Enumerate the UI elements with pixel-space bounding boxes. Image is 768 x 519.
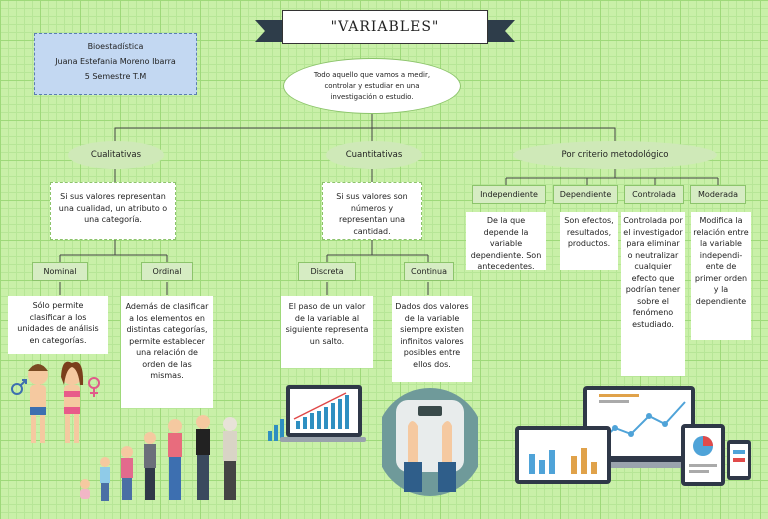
tag-dependiente: Dependiente bbox=[553, 185, 618, 204]
tag-moderada: Moderada bbox=[690, 185, 746, 204]
text-continua: Dados dos valores de la variable siempre… bbox=[392, 296, 472, 382]
text-dependiente: Son efectos, resultados, productos. bbox=[560, 212, 618, 270]
text-discreta: El paso de un valor de la variable al si… bbox=[281, 296, 373, 368]
author-info-box: Bioestadística Juana Estefania Moreno Ib… bbox=[34, 33, 197, 95]
author-name: Juana Estefania Moreno Ibarra bbox=[55, 57, 176, 66]
desc-cualitativas: Si sus valores representan una cualidad,… bbox=[50, 182, 176, 240]
page-title: "VARIABLES" bbox=[282, 10, 488, 44]
gender-illustration bbox=[11, 361, 100, 443]
bar-chart-laptop-illustration bbox=[268, 385, 366, 442]
category-cuantitativas: Cuantitativas bbox=[328, 143, 420, 167]
male-symbol-icon bbox=[11, 379, 27, 395]
tag-nominal: Nominal bbox=[32, 262, 88, 281]
category-cualitativas: Cualitativas bbox=[70, 143, 162, 167]
category-metodologico: Por criterio metodológico bbox=[515, 143, 715, 167]
family-illustration bbox=[80, 415, 237, 501]
course-name: Bioestadística bbox=[87, 42, 144, 51]
desc-cuantitativas: Si sus valores son números y representan… bbox=[322, 182, 422, 240]
text-nominal: Sólo permite clasificar a los unidades d… bbox=[8, 296, 108, 354]
tag-ordinal: Ordinal bbox=[141, 262, 193, 281]
text-independiente: De la que depende la variable dependient… bbox=[466, 212, 546, 271]
female-symbol-icon bbox=[88, 377, 100, 397]
text-moderada: Modifica la relación entre la variable i… bbox=[691, 212, 751, 340]
tag-controlada: Controlada bbox=[624, 185, 684, 204]
tag-independiente: Independiente bbox=[472, 185, 546, 204]
text-controlada: Controlada por el investigador para elim… bbox=[621, 212, 685, 376]
semester: 5 Semestre T.M bbox=[84, 72, 147, 81]
tag-continua: Continua bbox=[404, 262, 454, 281]
title-ribbon-ends bbox=[255, 20, 515, 42]
text-ordinal: Además de clasificar a los elementos en … bbox=[121, 296, 213, 408]
definition-cloud: Todo aquello que vamos a medir, controla… bbox=[283, 58, 461, 114]
scale-feet-illustration bbox=[382, 388, 478, 496]
devices-dashboard-illustration bbox=[515, 386, 751, 486]
tag-discreta: Discreta bbox=[298, 262, 356, 281]
